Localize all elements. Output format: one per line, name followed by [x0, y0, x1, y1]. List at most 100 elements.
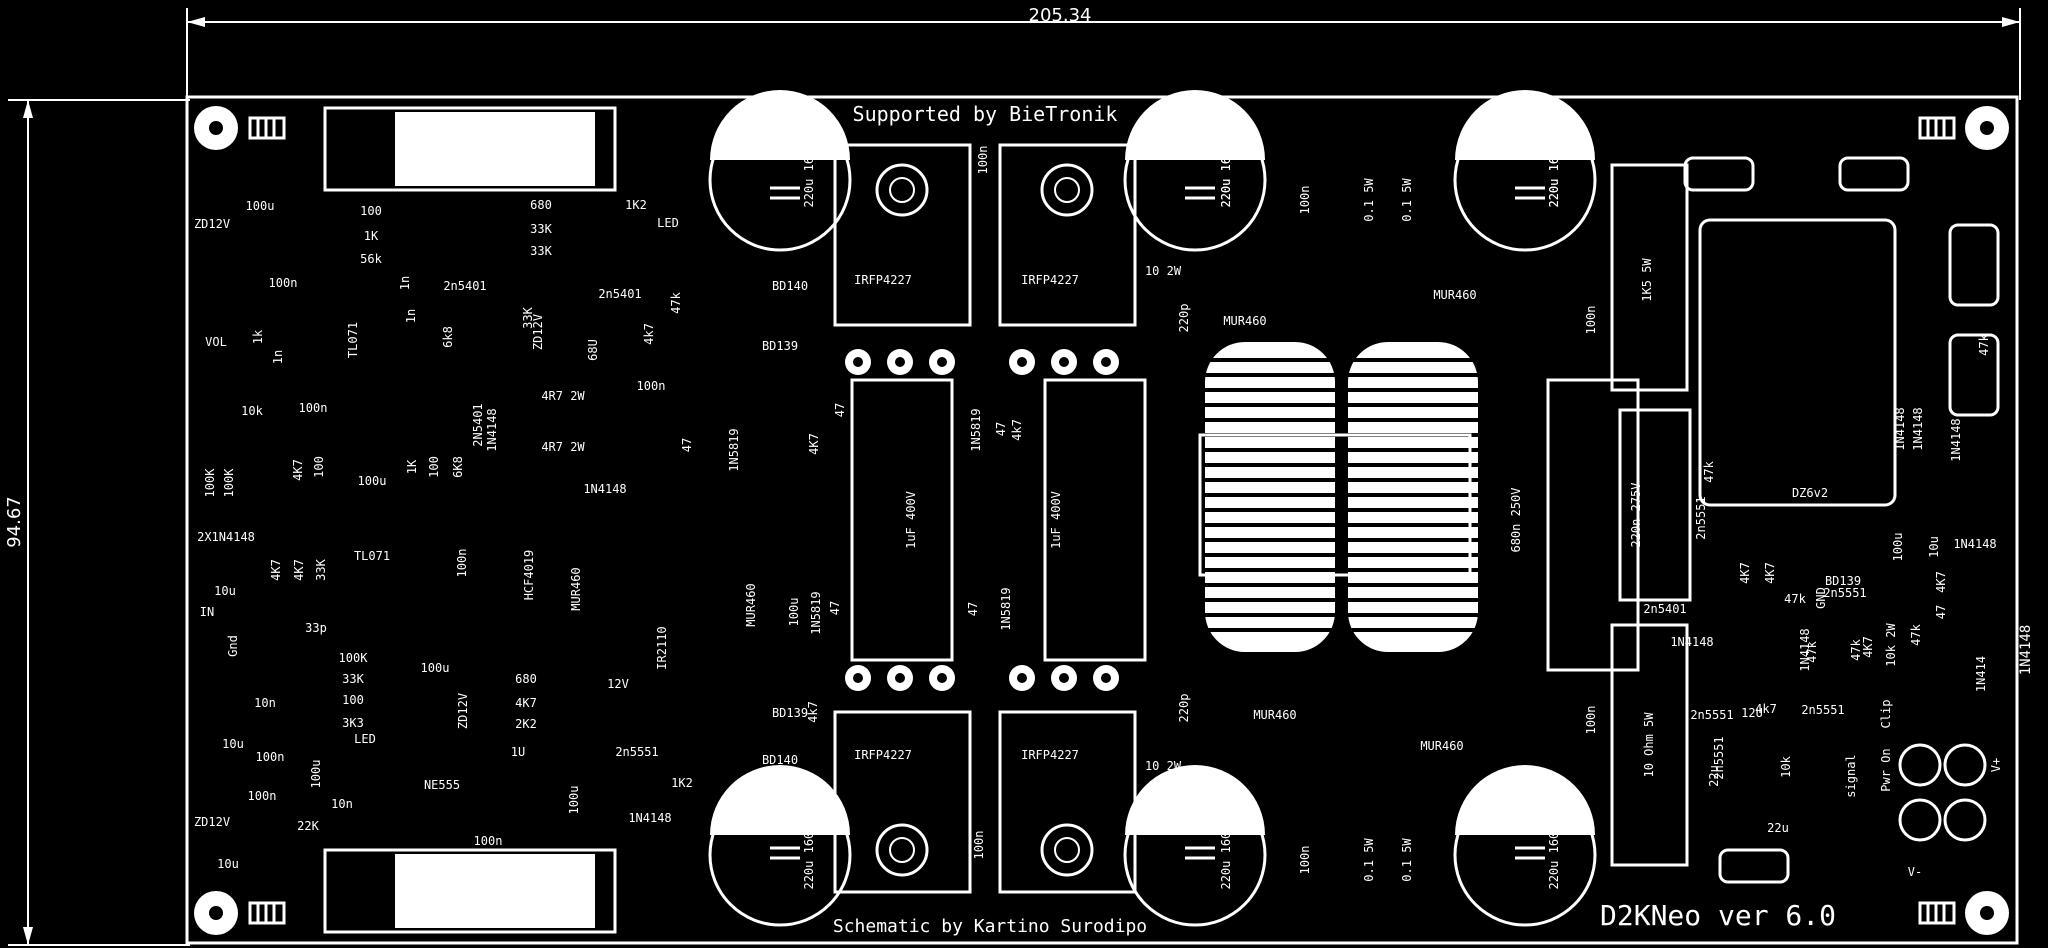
- component-label: 1N4148: [1953, 537, 1996, 551]
- component-label: 2n5551: [1712, 736, 1726, 779]
- component-label: 2n5551: [1823, 586, 1866, 600]
- component-label: 10u: [217, 857, 239, 871]
- component-label: 10K 5W: [448, 144, 492, 158]
- component-label: IRFP4227: [1021, 273, 1079, 287]
- component-label: 10K 5W: [448, 887, 492, 901]
- component-label: GND: [1814, 587, 1828, 609]
- dimension-lines: [8, 8, 2021, 946]
- component-label: 1K2: [625, 198, 647, 212]
- component-label: 2n5401: [443, 279, 486, 293]
- component-label: 100n: [637, 379, 666, 393]
- height-dimension: 94.67: [4, 496, 25, 548]
- component-label: 4K7: [515, 696, 537, 710]
- component-label: BD140: [772, 279, 808, 293]
- component-label: 47: [994, 422, 1008, 436]
- board-outline: [185, 95, 2019, 945]
- component-label: 100K: [203, 468, 217, 498]
- component-label: BD140: [762, 753, 798, 767]
- component-label: 33K: [314, 558, 328, 580]
- component-label: Pwr On: [1879, 748, 1893, 791]
- component-label: 100n: [972, 831, 986, 860]
- component-label: 1N4148: [485, 408, 499, 451]
- component-label: 6k8: [441, 326, 455, 348]
- component-label: 3K3: [342, 716, 364, 730]
- component-label: 22u: [1767, 821, 1789, 835]
- component-label: 33K: [530, 244, 552, 258]
- component-label: V-: [1908, 865, 1922, 879]
- component-label: 33p: [305, 621, 327, 635]
- component-label: 47: [966, 602, 980, 616]
- component-label: 1K: [364, 229, 379, 243]
- component-label: 1N4148: [1911, 407, 1925, 450]
- component-label: 47: [1934, 605, 1948, 619]
- component-label: 100n: [474, 834, 503, 848]
- component-label: 0.1 5W: [1362, 178, 1376, 222]
- component-label: 1K2: [671, 776, 693, 790]
- component-label: LED: [657, 216, 679, 230]
- component-label: Gnd: [226, 635, 240, 657]
- component-label: 220u 160V: [1219, 142, 1233, 207]
- component-label: 4K7: [292, 559, 306, 581]
- component-label: 33K: [530, 222, 552, 236]
- component-label: 10u: [222, 737, 244, 751]
- component-label: 4k7: [1010, 419, 1024, 441]
- right-edge-label: 1N4148: [2018, 625, 2034, 676]
- component-label: ZD12V: [456, 693, 470, 729]
- component-label: 4k7: [1755, 702, 1777, 716]
- component-label: 220u 160V: [802, 824, 816, 889]
- component-label: BD139: [772, 706, 808, 720]
- component-label: Clip: [1879, 700, 1893, 729]
- component-label: 100u: [358, 474, 387, 488]
- component-label: 1K: [405, 459, 419, 474]
- component-label: V+: [1989, 758, 2003, 772]
- component-label: 100u: [421, 661, 450, 675]
- component-label: IR2110: [655, 626, 669, 669]
- component-label: 22u: [1707, 765, 1721, 787]
- component-label: 10k 2W: [1884, 623, 1898, 667]
- component-label: IN: [200, 605, 214, 619]
- component-label: MUR460: [1253, 708, 1296, 722]
- component-label: 22K: [297, 819, 319, 833]
- component-label: 100K: [339, 651, 369, 665]
- component-label: 2n5401: [1643, 602, 1686, 616]
- component-label: 220u 160V: [1547, 142, 1561, 207]
- component-label: 10 2W: [1145, 264, 1182, 278]
- component-label: 100n: [1584, 306, 1598, 335]
- component-label: 100n: [455, 549, 469, 578]
- component-label: 47k: [1805, 640, 1819, 662]
- component-label: 1N5819: [727, 428, 741, 471]
- component-label: 10n: [254, 696, 276, 710]
- component-label: 12V: [607, 677, 629, 691]
- component-label: 1N414: [1974, 656, 1988, 692]
- component-label: 47k: [1849, 638, 1863, 660]
- component-label: 10k: [1779, 755, 1793, 777]
- component-label: 100: [427, 456, 441, 478]
- board-version: D2KNeo ver 6.0: [1600, 899, 1836, 932]
- component-label: 1N4148: [628, 811, 671, 825]
- component-label: ZD12V: [194, 815, 230, 829]
- top-credit: Supported by BieTronik: [853, 102, 1118, 126]
- component-label: TL071: [354, 549, 390, 563]
- component-label: 2n5551: [1690, 708, 1733, 722]
- component-label: 220p: [1177, 304, 1191, 333]
- component-label: DZ6v2: [1792, 486, 1828, 500]
- component-label: LED: [354, 732, 376, 746]
- component-label: 4K7: [1763, 562, 1777, 584]
- component-label: 100n: [269, 276, 298, 290]
- component-label: 2X1N4148: [197, 530, 255, 544]
- component-label: ZD12V: [531, 314, 545, 350]
- component-label: 100u: [567, 786, 581, 815]
- component-label: 0.1 5W: [1362, 838, 1376, 882]
- component-label: 33K: [521, 306, 535, 328]
- component-label: 220n 275V: [1629, 482, 1643, 547]
- component-label: 33K: [342, 672, 364, 686]
- component-label: 10u: [214, 584, 236, 598]
- component-label: 680n 250V: [1509, 487, 1523, 552]
- component-label: VOL: [205, 335, 227, 349]
- component-label: 4K7: [291, 459, 305, 481]
- component-label: 220u 160V: [1219, 824, 1233, 889]
- component-label: 100: [360, 204, 382, 218]
- component-label: 220u 160V: [1219, 142, 1233, 207]
- component-label: 100n: [976, 146, 990, 175]
